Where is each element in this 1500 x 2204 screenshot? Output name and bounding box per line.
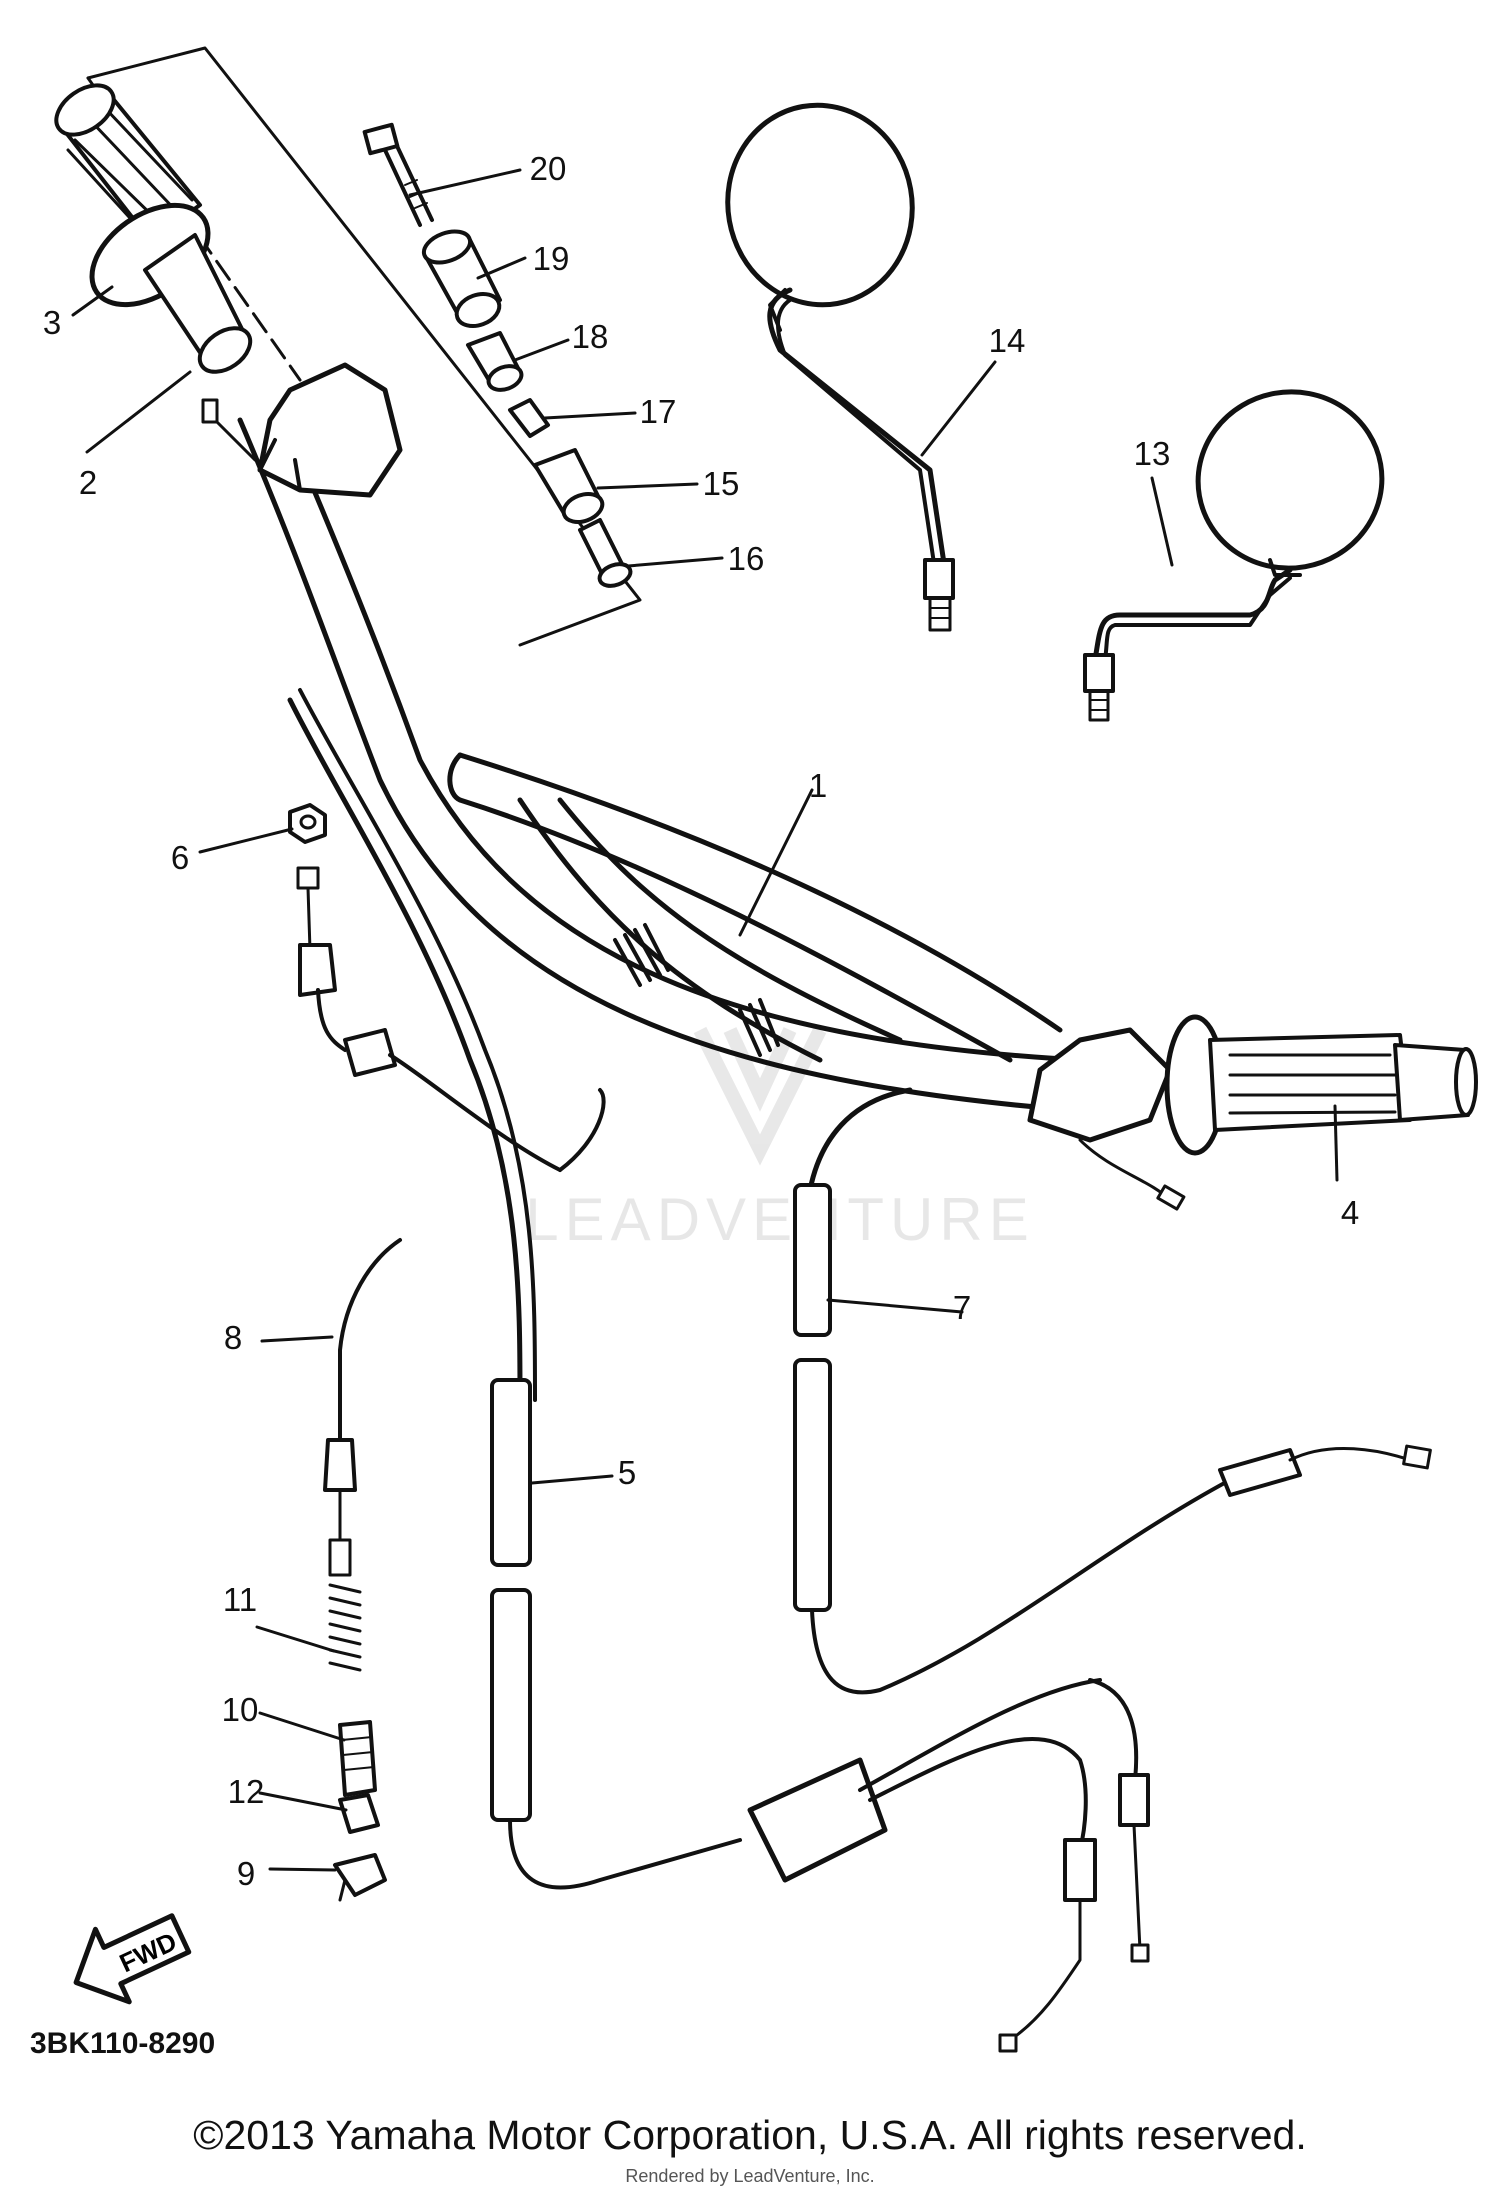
clutch-cable — [287, 688, 742, 1890]
watermark-text: LEADVENTURE — [525, 1186, 1034, 1253]
leader-lines — [71, 168, 1339, 1872]
callout-1: 1 — [809, 767, 827, 804]
callout-2: 2 — [79, 464, 97, 501]
callout-12: 12 — [228, 1773, 265, 1810]
callout-4: 4 — [1341, 1194, 1359, 1231]
callout-13: 13 — [1134, 435, 1171, 472]
callout-16: 16 — [728, 540, 765, 577]
callout-labels: 1 2 3 4 5 6 7 8 9 10 11 12 13 14 15 16 1… — [43, 150, 1359, 1892]
rendered-by-notice: Rendered by LeadVenture, Inc. — [625, 2166, 875, 2186]
locknut — [288, 803, 327, 844]
callout-8: 8 — [224, 1319, 242, 1356]
mirror-right — [1083, 389, 1385, 722]
exploded-frame — [86, 46, 642, 647]
callout-7: 7 — [953, 1289, 971, 1326]
copyright-notice: ©2013 Yamaha Motor Corporation, U.S.A. A… — [193, 2112, 1307, 2158]
callout-9: 9 — [237, 1855, 255, 1892]
left-grip — [54, 83, 253, 374]
callout-5: 5 — [618, 1454, 636, 1491]
throttle-cable — [747, 1087, 1432, 2053]
mirror-left — [725, 102, 955, 632]
callout-10: 10 — [222, 1691, 259, 1728]
choke-cable — [296, 866, 606, 1902]
fwd-arrow: FWD — [73, 1913, 192, 2005]
bar-end-parts — [362, 122, 633, 588]
callout-15: 15 — [703, 465, 740, 502]
callout-6: 6 — [171, 839, 189, 876]
watermark: LEADVENTURE — [525, 1026, 1034, 1253]
callout-3: 3 — [43, 304, 61, 341]
diagram-code: 3BK110-8290 — [30, 2027, 215, 2060]
callout-11: 11 — [223, 1581, 257, 1618]
callout-19: 19 — [533, 240, 570, 277]
callout-18: 18 — [572, 318, 609, 355]
handlebar — [201, 362, 1083, 1113]
callout-20: 20 — [530, 150, 567, 187]
callout-14: 14 — [989, 322, 1026, 359]
right-grip-throttle — [1027, 1014, 1478, 1211]
callout-17: 17 — [640, 393, 677, 430]
